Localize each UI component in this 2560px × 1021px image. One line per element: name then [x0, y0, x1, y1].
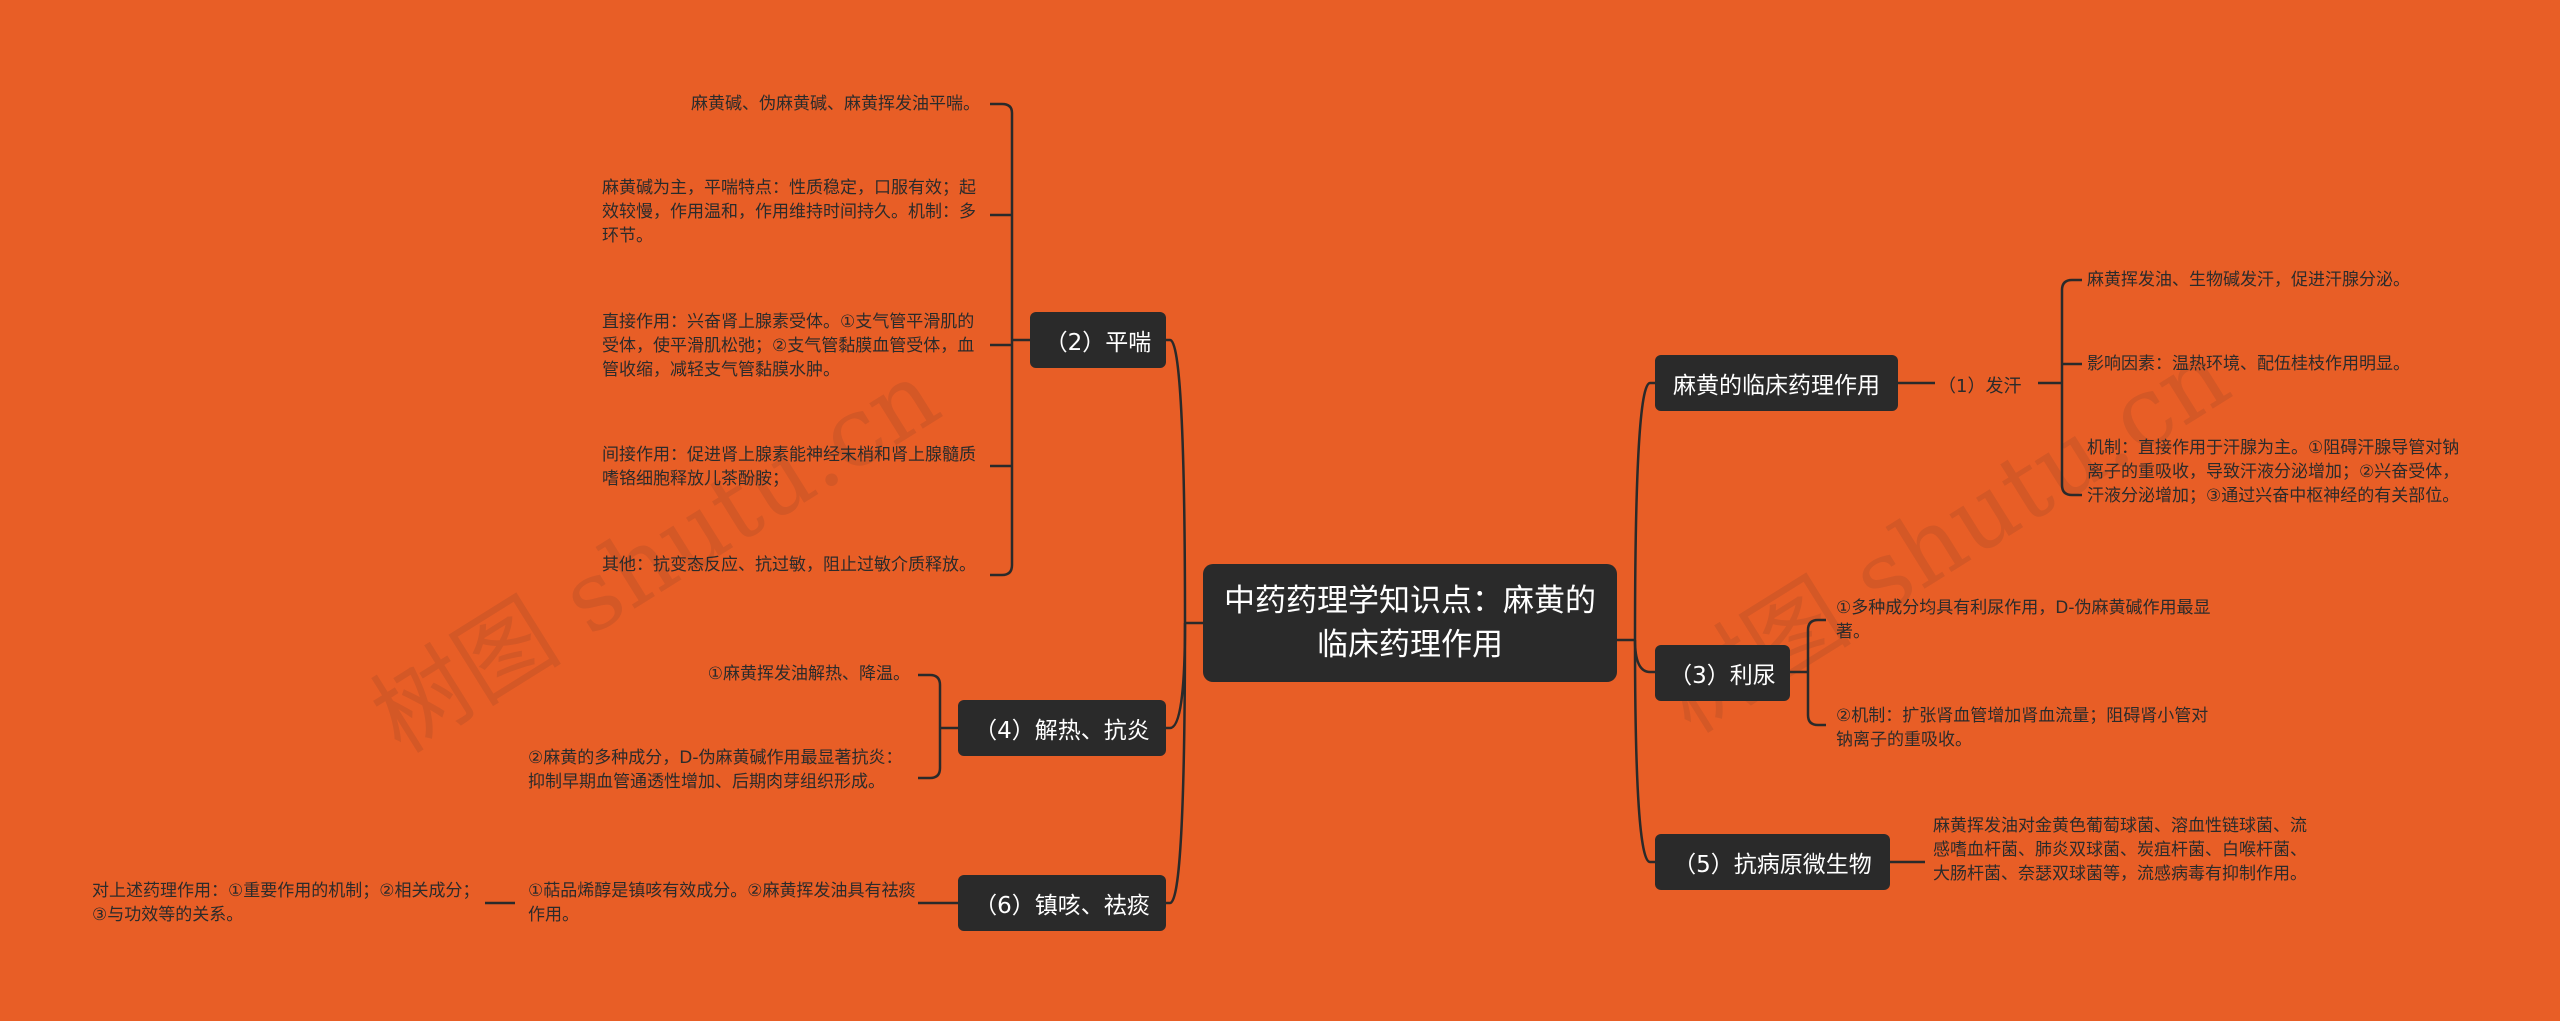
branch-kangbing[interactable]: （5）抗病原微生物: [1655, 834, 1890, 890]
pingchuan-leaf-3: 直接作用：兴奋肾上腺素受体。①支气管平滑肌的受体，使平滑肌松弛；②支气管黏膜血管…: [602, 312, 975, 380]
jiere-leaf-2: ②麻黄的多种成分，D-伪麻黄碱作用最显著抗炎：抑制早期血管通透性增加、后期肉芽组…: [528, 748, 903, 792]
fahan-leaf-2: 影响因素：温热环境、配伍桂枝作用明显。: [2087, 354, 2410, 374]
branch-jiere[interactable]: （4）解热、抗炎: [958, 700, 1166, 756]
liniao-leaf-2: ②机制：扩张肾血管增加肾血流量；阻碍肾小管对钠离子的重吸收。: [1836, 706, 2209, 750]
kangbing-leaf: 麻黄挥发油对金黄色葡萄球菌、溶血性链球菌、流感嗜血杆菌、肺炎双球菌、炭疽杆菌、白…: [1933, 816, 2307, 884]
branch-liniao[interactable]: （3）利尿: [1655, 645, 1790, 701]
liniao-leaf-1: ①多种成分均具有利尿作用，D-伪麻黄碱作用最显著。: [1836, 598, 2211, 642]
pingchuan-leaf-4: 间接作用：促进肾上腺素能神经末梢和肾上腺髓质嗜铬细胞释放儿茶酚胺；: [602, 445, 976, 489]
branch-pingchuan[interactable]: （2）平喘: [1030, 312, 1166, 368]
pingchuan-leaf-2: 麻黄碱为主，平喘特点：性质稳定，口服有效；起效较慢，作用温和，作用维持时间持久。…: [602, 178, 976, 246]
fahan-leaf-1: 麻黄挥发油、生物碱发汗，促进汗腺分泌。: [2087, 270, 2410, 290]
pingchuan-leaf-1: 麻黄碱、伪麻黄碱、麻黄挥发油平喘。: [691, 94, 980, 114]
jiere-leaf-1: ①麻黄挥发油解热、降温。: [707, 664, 910, 684]
root-node[interactable]: 中药药理学知识点：麻黄的临床药理作用: [1203, 564, 1617, 682]
fahan-node[interactable]: （1）发汗: [1938, 376, 2022, 397]
branch-zhenke[interactable]: （6）镇咳、祛痰: [958, 875, 1166, 931]
pingchuan-leaf-5: 其他：抗变态反应、抗过敏，阻止过敏介质释放。: [602, 555, 976, 575]
branch-clinical[interactable]: 麻黄的临床药理作用: [1655, 355, 1898, 411]
zhenke-sub-leaf: 对上述药理作用：①重要作用的机制；②相关成分；③与功效等的关系。: [92, 881, 480, 925]
zhenke-leaf: ①萜品烯醇是镇咳有效成分。②麻黄挥发油具有祛痰作用。: [528, 881, 916, 925]
fahan-leaf-3: 机制：直接作用于汗腺为主。①阻碍汗腺导管对钠离子的重吸收，导致汗液分泌增加；②兴…: [2087, 438, 2460, 506]
